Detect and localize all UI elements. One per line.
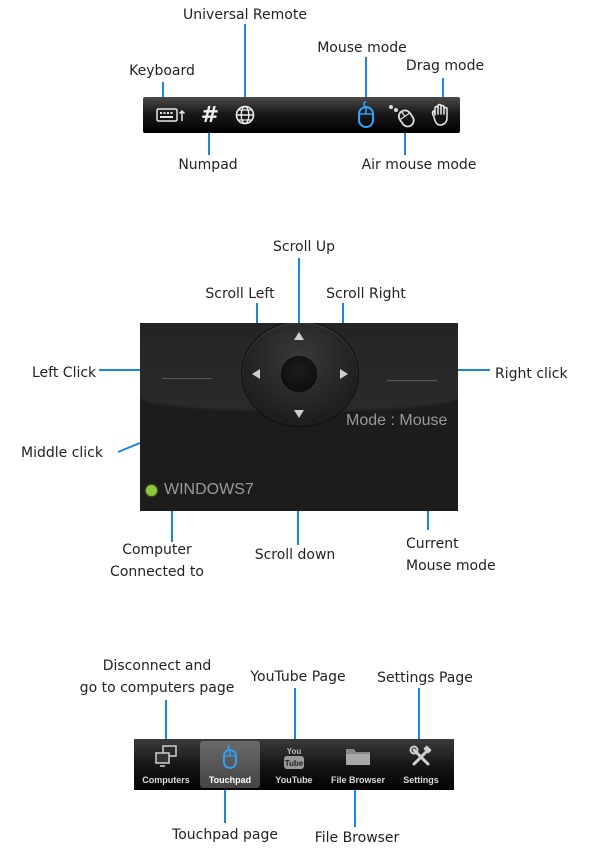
label-drag-mode: Drag mode <box>405 58 485 74</box>
scroll-left-arrow-icon[interactable] <box>252 369 260 379</box>
tab-bar: Computers Touchpad You Tube YouTube File… <box>134 739 454 790</box>
tab-label: Settings <box>403 775 439 785</box>
label-youtube-page: YouTube Page <box>250 669 346 685</box>
keyboard-icon[interactable] <box>155 97 187 133</box>
middle-click-button[interactable] <box>282 357 316 391</box>
computers-icon <box>155 745 177 767</box>
svg-text:You: You <box>287 747 302 756</box>
label-computer-connected: Computer Connected to <box>110 542 204 580</box>
scroll-down-arrow-icon[interactable] <box>294 410 304 418</box>
label-universal-remote: Universal Remote <box>183 7 307 23</box>
label-scroll-left: Scroll Left <box>205 286 275 302</box>
label-current-mode: Current Mouse mode <box>406 536 496 574</box>
touchpad-panel[interactable]: Mode : Mouse WINDOWS7 <box>140 323 458 511</box>
left-click-button[interactable] <box>162 378 212 379</box>
label-numpad: Numpad <box>178 157 238 173</box>
tab-label: YouTube <box>275 775 313 785</box>
globe-icon[interactable] <box>233 97 257 133</box>
settings-icon <box>409 745 432 766</box>
mouse-mode-status: Mode : Mouse <box>346 412 448 429</box>
label-air-mouse-mode: Air mouse mode <box>361 157 477 173</box>
tab-label: File Browser <box>330 775 386 785</box>
tab-youtube[interactable]: You Tube YouTube <box>264 741 324 788</box>
label-scroll-down: Scroll down <box>254 547 336 563</box>
tab-touchpad[interactable]: Touchpad <box>200 741 260 788</box>
label-settings-page: Settings Page <box>377 670 473 686</box>
tab-settings[interactable]: Settings <box>391 741 451 788</box>
tab-file-browser[interactable]: File Browser <box>328 741 388 788</box>
right-click-button[interactable] <box>387 380 437 381</box>
scroll-right-arrow-icon[interactable] <box>340 369 348 379</box>
air-mouse-icon[interactable] <box>387 97 417 133</box>
folder-icon <box>346 749 370 765</box>
connection-status-dot-icon <box>146 484 157 496</box>
tab-label: Computers <box>142 775 190 785</box>
hand-icon[interactable] <box>429 97 455 133</box>
label-disconnect: Disconnect and go to computers page <box>79 658 235 696</box>
label-scroll-up: Scroll Up <box>273 239 335 255</box>
mode-toolbar: # <box>143 97 460 133</box>
svg-text:Tube: Tube <box>285 759 304 768</box>
mouse-icon <box>223 745 237 769</box>
tab-label: Touchpad <box>208 775 252 785</box>
label-scroll-right: Scroll Right <box>326 286 406 302</box>
computer-name: WINDOWS7 <box>164 481 254 498</box>
scroll-dpad <box>242 323 358 426</box>
tab-computers[interactable]: Computers <box>136 741 196 788</box>
label-keyboard: Keyboard <box>129 63 195 79</box>
label-mouse-mode: Mouse mode <box>317 40 407 56</box>
connected-computer: WINDOWS7 <box>146 481 254 499</box>
label-file-browser: File Browser <box>314 830 400 846</box>
mouse-icon[interactable] <box>355 97 377 133</box>
youtube-icon: You Tube <box>284 747 304 769</box>
label-middle-click: Middle click <box>21 445 103 461</box>
scroll-up-arrow-icon[interactable] <box>294 332 304 340</box>
numpad-icon[interactable]: # <box>200 102 220 128</box>
label-right-click: Right click <box>495 366 568 382</box>
label-left-click: Left Click <box>32 365 97 381</box>
label-touchpad-page: Touchpad page <box>172 827 278 843</box>
